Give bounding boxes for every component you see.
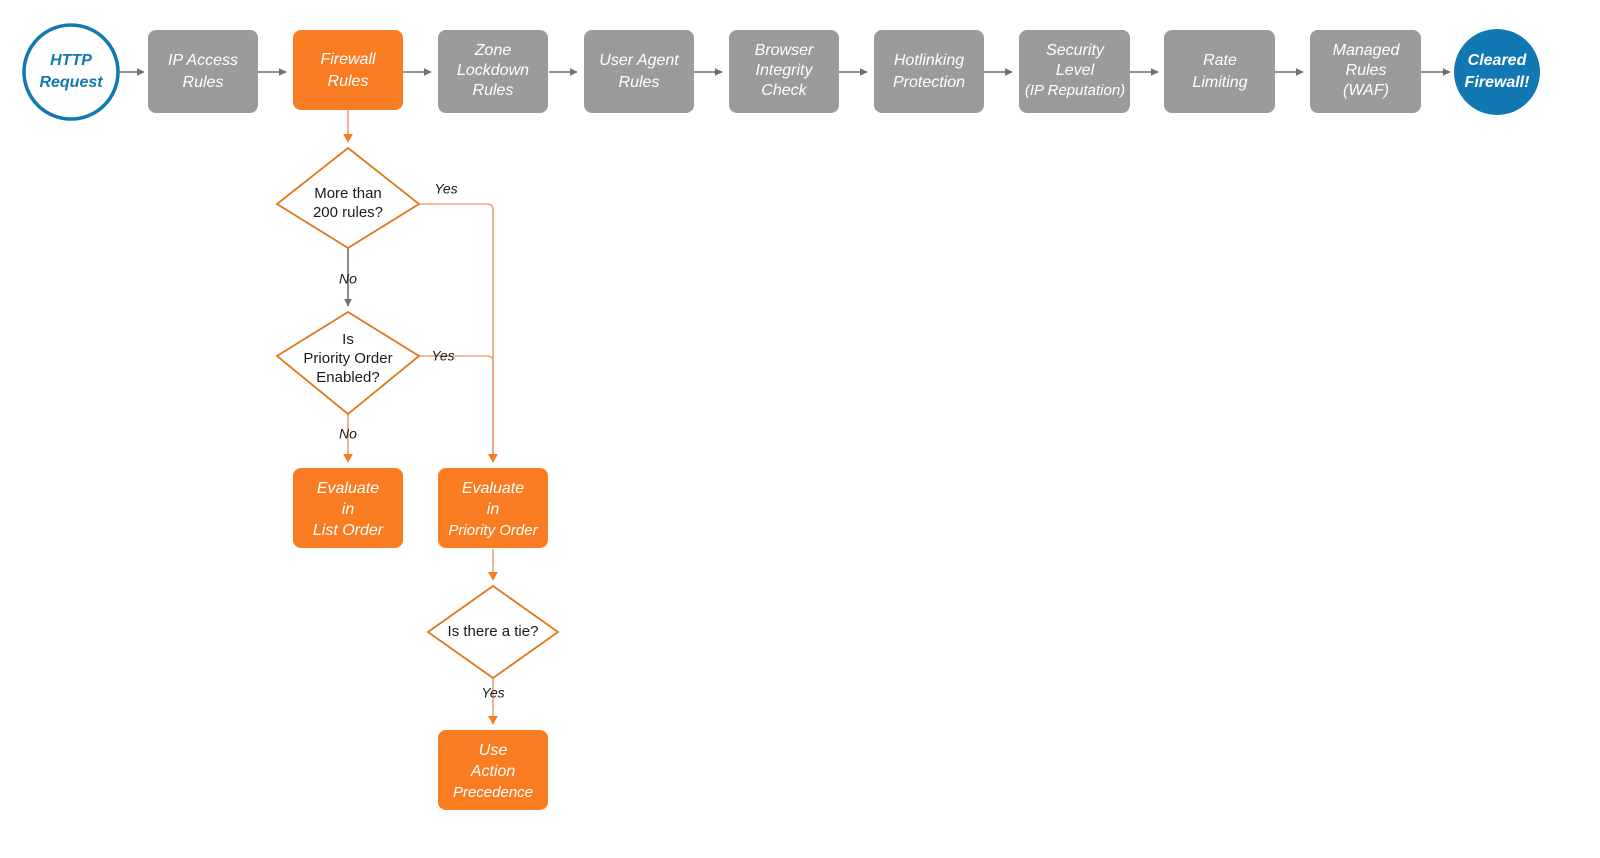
decision-priority-order-enabled[interactable]: Is Priority Order Enabled? (275, 310, 421, 416)
zone-lockdown-label-line1: Zone (474, 42, 512, 59)
node-firewall-rules[interactable]: Firewall Rules (293, 30, 403, 110)
evaluate-priority-label-line2: in (487, 501, 500, 518)
rate-limiting-box (1164, 30, 1275, 113)
browser-check-label-line2: Integrity (756, 62, 814, 79)
firewall-rules-label-line2: Rules (328, 73, 369, 90)
zone-lockdown-label-line3: Rules (473, 82, 514, 99)
edge-label-priority-no: No (339, 426, 357, 442)
browser-check-label-line3: Check (761, 82, 807, 99)
evaluate-list-label-line1: Evaluate (317, 480, 379, 497)
priority-order-enabled-diamond (275, 310, 421, 416)
managed-rules-label-line3: (WAF) (1343, 82, 1389, 99)
security-level-box (1019, 30, 1130, 113)
node-http-request[interactable]: HTTP Request (22, 23, 120, 121)
node-ip-access-rules[interactable]: IP Access Rules (148, 30, 258, 113)
security-level-label-line3: (IP Reputation) (1025, 82, 1125, 99)
evaluate-priority-label-line3: Priority Order (448, 522, 538, 539)
edge-label-priority-yes: Yes (431, 348, 454, 364)
user-agent-label-line1: User Agent (599, 52, 679, 69)
priority-order-label-line2: Priority Order (303, 350, 392, 367)
ip-access-rules-box (148, 30, 258, 113)
node-zone-lockdown-rules[interactable]: Zone Lockdown Rules (438, 30, 548, 113)
hotlinking-label-line1: Hotlinking (894, 52, 964, 69)
evaluate-list-order-box (293, 468, 403, 548)
ip-access-rules-label-line1: IP Access (168, 52, 238, 69)
evaluate-priority-order-box (438, 468, 548, 548)
cleared-firewall-circle (1454, 29, 1540, 115)
rate-limiting-label-line1: Rate (1203, 52, 1237, 69)
hotlinking-protection-box (874, 30, 984, 113)
node-cleared-firewall[interactable]: Cleared Firewall! (1454, 29, 1540, 115)
edge-labels: Yes No Yes No Yes (339, 181, 505, 701)
zone-lockdown-rules-box (438, 30, 548, 113)
connector-priority-yes-to-priority-eval (419, 355, 498, 463)
use-action-label-line3: Precedence (453, 784, 533, 801)
managed-rules-label-line1: Managed (1333, 42, 1401, 59)
node-evaluate-list-order[interactable]: Evaluate in List Order (293, 468, 403, 548)
branch-connectors (343, 110, 498, 725)
connector-rules-yes-to-priority-eval (419, 203, 498, 463)
is-there-a-tie-diamond (426, 584, 560, 680)
is-there-a-tie-label: Is there a tie? (448, 623, 539, 640)
user-agent-label-line2: Rules (619, 74, 660, 91)
cleared-firewall-label-line1: Cleared (1468, 52, 1528, 69)
more-than-200-rules-label-line2: 200 rules? (313, 204, 383, 221)
priority-order-label-line3: Enabled? (316, 369, 379, 386)
hotlinking-label-line2: Protection (893, 74, 965, 91)
decision-more-than-200-rules[interactable]: More than 200 rules? (275, 146, 421, 250)
use-action-label-line1: Use (479, 742, 508, 759)
browser-check-label-line1: Browser (755, 42, 814, 59)
security-level-label-line1: Security (1046, 42, 1105, 59)
use-action-precedence-box (438, 730, 548, 810)
security-level-label-line2: Level (1056, 62, 1095, 79)
node-user-agent-rules[interactable]: User Agent Rules (584, 30, 694, 113)
node-use-action-precedence[interactable]: Use Action Precedence (438, 730, 548, 810)
more-than-200-rules-label-line1: More than (314, 185, 382, 202)
http-request-circle (22, 23, 120, 121)
rate-limiting-label-line2: Limiting (1192, 74, 1247, 91)
node-evaluate-priority-order[interactable]: Evaluate in Priority Order (438, 468, 548, 548)
node-rate-limiting[interactable]: Rate Limiting (1164, 30, 1275, 113)
managed-rules-label-line2: Rules (1346, 62, 1387, 79)
edge-label-rules-no: No (339, 271, 357, 287)
evaluate-priority-label-line1: Evaluate (462, 480, 524, 497)
browser-integrity-check-box (729, 30, 839, 113)
node-browser-integrity-check[interactable]: Browser Integrity Check (729, 30, 839, 113)
user-agent-rules-box (584, 30, 694, 113)
more-than-200-rules-diamond (275, 146, 421, 250)
zone-lockdown-label-line2: Lockdown (457, 62, 529, 79)
firewall-rules-label-line1: Firewall (320, 51, 376, 68)
node-managed-rules-waf[interactable]: Managed Rules (WAF) (1310, 30, 1421, 113)
node-security-level[interactable]: Security Level (IP Reputation) (1019, 30, 1130, 113)
priority-order-label-line1: Is (342, 331, 354, 348)
decision-is-there-a-tie[interactable]: Is there a tie? (426, 584, 560, 680)
http-request-label-line1: HTTP (50, 52, 92, 69)
evaluate-list-label-line2: in (342, 501, 355, 518)
managed-rules-box (1310, 30, 1421, 113)
ip-access-rules-label-line2: Rules (183, 74, 224, 91)
node-hotlinking-protection[interactable]: Hotlinking Protection (874, 30, 984, 113)
edge-label-rules-yes: Yes (434, 181, 457, 197)
cleared-firewall-label-line2: Firewall! (1465, 74, 1531, 91)
http-request-label-line2: Request (39, 74, 103, 91)
evaluate-list-label-line3: List Order (313, 522, 384, 539)
edge-label-tie-yes: Yes (481, 685, 504, 701)
firewall-rules-box (293, 30, 403, 110)
use-action-label-line2: Action (470, 763, 516, 780)
